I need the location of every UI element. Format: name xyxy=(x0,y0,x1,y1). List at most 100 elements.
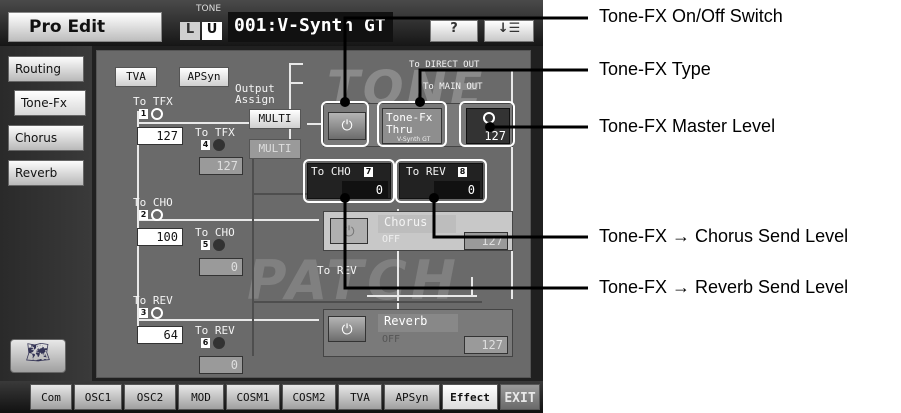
tone-fx-master-level-value: 127 xyxy=(484,129,506,143)
sidebar-item-chorus[interactable]: Chorus xyxy=(8,125,84,151)
sidebar-item-routing[interactable]: Routing xyxy=(8,56,84,82)
to-direct-out-label: To DIRECT OUT xyxy=(409,60,480,70)
tab-com[interactable]: Com xyxy=(30,384,72,410)
list-button[interactable]: ↓☰ xyxy=(484,20,534,42)
to-cho-2-badge: 2 xyxy=(139,210,148,220)
question-icon: ? xyxy=(450,21,458,36)
to-cho-2-value[interactable]: 100 xyxy=(137,228,183,246)
tone-fx-reverb-send[interactable]: To REV 8 0 xyxy=(399,163,483,199)
tone-fx-type-button[interactable]: Tone-Fx Thru V-Synth GT xyxy=(382,108,442,144)
bottom-tab-bar: Com OSC1 OSC2 MOD COSM1 COSM2 TVA APSyn … xyxy=(0,381,543,413)
output-assign-multi-1[interactable]: MULTI xyxy=(249,109,301,129)
annotation-tone-fx-type: Tone-FX Type xyxy=(599,59,711,79)
callout-box-master xyxy=(459,101,515,147)
pro-edit-title: Pro Edit xyxy=(8,12,162,42)
chorus-switch-button[interactable]: ⏻ xyxy=(330,218,368,244)
tone-fx-to-rev-value: 0 xyxy=(434,181,480,199)
tone-part-left[interactable]: L xyxy=(180,22,200,40)
reverb-power-icon: ⏻ xyxy=(341,322,353,338)
chorus-name[interactable]: Chorus xyxy=(378,215,456,233)
world-map-icon: 🗺 xyxy=(25,340,51,364)
tone-fx-brand: V-Synth GT xyxy=(397,136,431,143)
to-rev-6-label: To REV xyxy=(195,324,235,337)
output-assign-multi-2[interactable]: MULTI xyxy=(249,139,301,159)
to-cho-5-knob-icon[interactable] xyxy=(213,239,225,251)
reverb-state: OFF xyxy=(382,334,401,345)
to-cho-5-value[interactable]: 0 xyxy=(199,258,243,276)
title-bar: Pro Edit TONE L U 001:V-Synth GT ? ↓☰ xyxy=(0,0,543,46)
tone-part-right[interactable]: U xyxy=(202,22,222,40)
reverb-block: ⏻ Reverb OFF 127 xyxy=(323,309,513,357)
to-cho-2-label: To CHO xyxy=(133,196,173,209)
to-rev-6-knob-icon[interactable] xyxy=(213,337,225,349)
to-cho-2-knob-icon[interactable] xyxy=(151,209,163,221)
to-rev-3-badge: 3 xyxy=(139,308,148,318)
to-main-out-label: To MAIN OUT xyxy=(423,82,483,92)
output-assign-label-2: Assign xyxy=(235,93,275,106)
tab-mod[interactable]: MOD xyxy=(178,384,224,410)
to-tfx-1-badge: 1 xyxy=(139,109,148,119)
tone-fx-type-line1: Tone-Fx xyxy=(386,111,433,124)
to-cho-5-label: To CHO xyxy=(195,226,235,239)
annotation-reverb-send-level: Tone-FX → Reverb Send Level xyxy=(599,277,849,297)
annotation-chorus-send-level: Tone-FX → Chorus Send Level xyxy=(599,226,849,246)
to-tfx-4-badge: 4 xyxy=(201,140,210,150)
to-rev-3-value[interactable]: 64 xyxy=(137,326,183,344)
to-rev-3-label: To REV xyxy=(133,294,173,307)
tone-part-indicator[interactable]: TONE L U xyxy=(180,4,224,44)
tab-cosm1[interactable]: COSM1 xyxy=(226,384,280,410)
to-tfx-4-knob-icon[interactable] xyxy=(213,139,225,151)
chorus-level-value[interactable]: 127 xyxy=(464,232,508,250)
to-tfx-4-label: To TFX xyxy=(195,126,235,139)
tone-label: TONE xyxy=(196,4,222,14)
tab-cosm2[interactable]: COSM2 xyxy=(282,384,336,410)
device-screen: Pro Edit TONE L U 001:V-Synth GT ? ↓☰ Ro… xyxy=(0,0,543,413)
tone-fx-to-rev-badge: 8 xyxy=(458,167,467,177)
sidebar-item-tone-fx[interactable]: Tone-Fx xyxy=(14,90,86,116)
tone-fx-chorus-send[interactable]: To CHO 7 0 xyxy=(307,163,391,199)
to-rev-chorus-label: To REV xyxy=(317,264,357,277)
tab-tva[interactable]: TVA xyxy=(338,384,382,410)
to-tfx-1-value[interactable]: 127 xyxy=(137,127,183,145)
tone-name-display[interactable]: 001:V-Synth GT xyxy=(228,12,393,42)
to-tfx-4-value[interactable]: 127 xyxy=(199,157,243,175)
reverb-level-value[interactable]: 127 xyxy=(464,336,508,354)
world-map-button[interactable]: 🗺 xyxy=(10,339,66,373)
help-button[interactable]: ? xyxy=(430,20,478,42)
annotation-tone-fx-master-level: Tone-FX Master Level xyxy=(599,116,776,136)
to-tfx-1-label: To TFX xyxy=(133,95,173,108)
to-cho-5-badge: 5 xyxy=(201,240,210,250)
to-tfx-1-knob-icon[interactable] xyxy=(151,108,163,120)
list-icon: ↓☰ xyxy=(497,21,521,36)
power-icon: ⏻ xyxy=(341,118,353,134)
callout-box-switch xyxy=(321,101,369,147)
apsyn-button[interactable]: APSyn xyxy=(179,67,229,87)
callout-box-reverb-send xyxy=(395,159,487,203)
tone-fx-type-line2: Thru xyxy=(386,123,413,136)
tone-fx-to-cho-value: 0 xyxy=(342,181,388,199)
tab-osc2[interactable]: OSC2 xyxy=(124,384,176,410)
tab-apsyn[interactable]: APSyn xyxy=(384,384,440,410)
tva-button[interactable]: TVA xyxy=(115,67,157,87)
sidebar: Routing Tone-Fx Chorus Reverb 🗺 xyxy=(0,46,92,381)
to-rev-6-value[interactable]: 0 xyxy=(199,356,243,374)
routing-panel: TONE PATCH TVA APSyn Output Assign To DI… xyxy=(96,50,531,378)
output-assign-label-1: Output xyxy=(235,82,275,95)
annotation-tone-fx-switch: Tone-FX On/Off Switch xyxy=(599,6,783,26)
tone-fx-to-cho-label: To CHO xyxy=(311,165,351,178)
reverb-name[interactable]: Reverb xyxy=(378,314,458,332)
tab-effect[interactable]: Effect xyxy=(442,384,498,410)
reverb-switch-button[interactable]: ⏻ xyxy=(328,316,366,342)
sidebar-item-reverb[interactable]: Reverb xyxy=(8,160,84,186)
tone-fx-switch-button[interactable]: ⏻ xyxy=(328,112,366,140)
tab-osc1[interactable]: OSC1 xyxy=(74,384,122,410)
tone-fx-to-cho-badge: 7 xyxy=(364,167,373,177)
callout-box-chorus-send xyxy=(303,159,395,203)
exit-button[interactable]: EXIT xyxy=(500,384,540,410)
callout-box-type xyxy=(377,101,447,147)
to-rev-6-badge: 6 xyxy=(201,338,210,348)
chorus-power-icon: ⏻ xyxy=(343,224,355,240)
to-rev-3-knob-icon[interactable] xyxy=(151,307,163,319)
chorus-state: OFF xyxy=(382,234,401,245)
tone-fx-to-rev-label: To REV xyxy=(406,165,446,178)
